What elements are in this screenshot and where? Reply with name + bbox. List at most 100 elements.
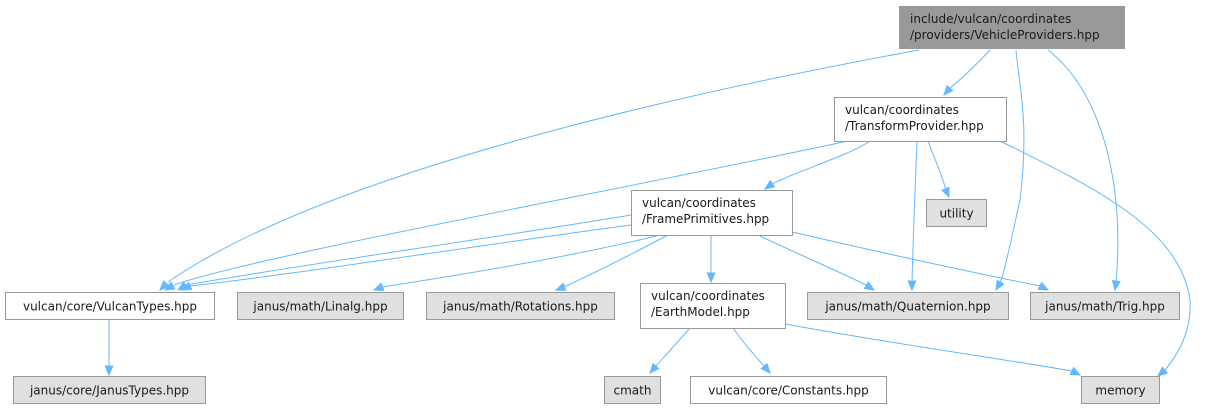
arrowhead-icon [763,179,776,190]
node-label: janus/math/Linalg.hpp [252,300,387,314]
edge-root-to-vtypes [159,49,920,291]
edges-layer [104,49,1191,377]
arrowhead-icon [760,362,771,374]
node-box [5,292,215,320]
edge-frame-to-vtypes [180,224,632,291]
edge-transform-to-quat [907,140,918,292]
node-label: vulcan/core/VulcanTypes.hpp [23,300,197,314]
arrowhead-icon [995,279,1005,292]
node-box [13,376,206,404]
arrowhead-icon [180,281,193,291]
node-jtypes: janus/core/JanusTypes.hpp [13,376,206,404]
edge-frame-to-rotations [554,234,669,291]
node-quat: janus/math/Quaternion.hpp [807,292,1009,320]
edge-transform-to-memory [999,140,1191,377]
edge-earth-to-cmath [649,327,691,374]
arrowhead-icon [1111,279,1121,292]
arrowhead-icon [1157,366,1169,377]
node-earth[interactable]: vulcan/coordinates/EarthModel.hpp [640,283,786,329]
node-box [807,292,1009,320]
edge-line [655,327,691,367]
node-transform[interactable]: vulcan/coordinates/TransformProvider.hpp [834,97,1007,142]
node-linalg: janus/math/Linalg.hpp [237,292,404,320]
node-label: vulcan/coordinates [845,103,959,117]
edge-vtypes-to-jtypes [104,319,114,377]
node-label: janus/math/Rotations.hpp [442,300,598,314]
edge-earth-to-memory [784,323,1082,376]
edge-transform-to-frame [763,140,871,190]
edge-line [563,234,669,288]
edge-line [784,323,1073,372]
arrowhead-icon [706,272,716,284]
arrowhead-icon [372,282,385,291]
node-label: vulcan/coordinates [651,289,765,303]
edge-line [949,49,991,89]
node-box [426,292,615,320]
node-rotations: janus/math/Rotations.hpp [426,292,615,320]
node-root[interactable]: include/vulcan/coordinates/providers/Veh… [899,6,1125,49]
node-label: vulcan/coordinates [642,196,756,210]
node-label: /providers/VehicleProviders.hpp [910,28,1100,42]
edge-root-to-quat [995,49,1025,292]
node-label: cmath [614,384,652,398]
node-vtypes[interactable]: vulcan/core/VulcanTypes.hpp [5,292,215,320]
arrowhead-icon [907,280,917,292]
edge-line [791,231,1041,287]
node-box [237,292,404,320]
arrowhead-icon [104,365,114,377]
edge-line [757,234,867,286]
node-box [899,6,1125,49]
edge-frame-to-earth [706,235,716,284]
node-box [604,376,661,404]
node-label: janus/core/JanusTypes.hpp [29,384,189,398]
edge-line [999,140,1191,371]
edge-line [999,49,1025,284]
edge-line [927,140,947,191]
arrowhead-icon [649,362,660,374]
node-box [834,97,1007,142]
edge-line [185,214,632,286]
edge-line [167,49,920,283]
arrowhead-icon [941,186,950,199]
nodes-layer: include/vulcan/coordinates/providers/Veh… [5,6,1180,404]
edge-line [771,140,871,185]
node-label: janus/math/Trig.hpp [1044,300,1165,314]
edge-transform-to-vtypes [163,140,849,291]
node-box [1081,376,1160,404]
edge-line [381,234,661,288]
node-label: janus/math/Quaternion.hpp [824,300,990,314]
arrowhead-icon [863,281,876,291]
node-label: /FramePrimitives.hpp [642,212,769,226]
node-box [1030,292,1180,320]
edge-transform-to-utility [927,140,950,199]
node-utility: utility [926,199,987,227]
arrowhead-icon [163,281,176,291]
edge-line [189,224,632,287]
node-label: utility [939,207,973,221]
arrowhead-icon [554,282,567,291]
arrowhead-icon [159,280,170,291]
arrowhead-icon [1069,366,1082,376]
edge-frame-to-trig [791,231,1050,291]
edge-line [1047,49,1119,284]
node-constants[interactable]: vulcan/core/Constants.hpp [690,376,887,404]
edge-root-to-trig [1047,49,1121,292]
node-label: /TransformProvider.hpp [845,119,984,133]
node-box [926,199,987,227]
edge-line [911,140,918,284]
edge-frame-to-linalg [372,234,661,291]
node-frame[interactable]: vulcan/coordinates/FramePrimitives.hpp [631,190,793,236]
arrowhead-icon [1037,281,1050,291]
edge-root-to-transform [943,49,991,96]
arrowhead-icon [943,84,954,96]
edge-line [173,140,849,286]
node-label: /EarthModel.hpp [651,305,750,319]
node-box [640,283,786,329]
edge-frame-to-quat [757,234,876,291]
edge-earth-to-constants [732,327,771,374]
node-box [690,376,887,404]
node-cmath: cmath [604,376,661,404]
node-label: vulcan/core/Constants.hpp [708,384,869,398]
node-label: memory [1095,384,1145,398]
